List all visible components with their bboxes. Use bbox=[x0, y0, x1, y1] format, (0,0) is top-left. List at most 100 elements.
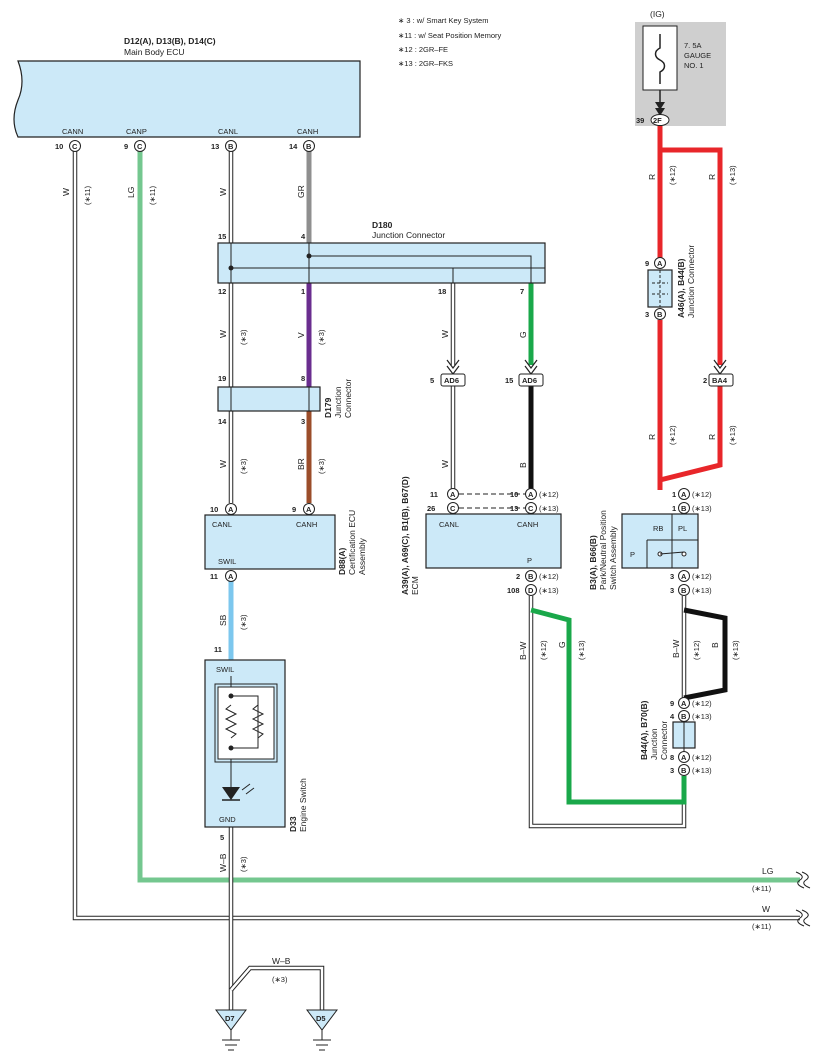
note-lg-canp: (∗11) bbox=[148, 185, 157, 205]
d180-pin-1: 1 bbox=[301, 287, 305, 296]
note-11: ∗11 : w/ Seat Position Memory bbox=[398, 31, 502, 40]
ecm-conn-13: C bbox=[528, 504, 534, 513]
junction-connector-d179: 19 8 14 3 D179 Junction Connector bbox=[217, 374, 353, 426]
b44-note-9: (∗12) bbox=[692, 699, 712, 708]
ad6-pin-15: 15 bbox=[505, 376, 513, 385]
ecm-note-13: (∗13) bbox=[539, 504, 559, 513]
b44-pin-8: 8 bbox=[670, 753, 674, 762]
main-body-ecu: D12(A), D13(B), D14(C) Main Body ECU CAN… bbox=[13, 36, 361, 138]
d180-pin-12: 12 bbox=[218, 287, 226, 296]
ecm-label-p: P bbox=[527, 556, 532, 565]
b3-name-1: Park/Neutral Position bbox=[598, 510, 608, 590]
main-ecu-name: Main Body ECU bbox=[124, 47, 184, 57]
d33-name: Engine Switch bbox=[298, 778, 308, 832]
a46-code: A46(A), B44(B) bbox=[676, 258, 686, 318]
ecm-conn-26: C bbox=[450, 504, 456, 513]
note-r-b3-12: (∗12) bbox=[668, 425, 677, 445]
ecm-conn-11: A bbox=[450, 490, 456, 499]
main-ecu-pins: 10 C 9 C 13 B 14 B bbox=[55, 140, 315, 152]
a46-conn-a: A bbox=[657, 259, 663, 268]
label-w-d180: W bbox=[218, 330, 228, 338]
label-gr-canh: GR bbox=[296, 185, 306, 198]
b3-pin-3b: 3 bbox=[670, 586, 674, 595]
ecm-pin-11: 11 bbox=[430, 490, 438, 499]
b3-label-rb: RB bbox=[653, 524, 663, 533]
fuse-rating: 7. 5A bbox=[684, 41, 702, 50]
main-ecu-box bbox=[13, 60, 361, 138]
ecm-label-canh: CANH bbox=[517, 520, 538, 529]
label-r-ba4: R bbox=[707, 174, 717, 180]
ecm-pin-10: 10 bbox=[510, 490, 518, 499]
d88-conn-canl: A bbox=[228, 505, 234, 514]
pin-label-cann: CANN bbox=[62, 127, 83, 136]
d180-code: D180 bbox=[372, 220, 393, 230]
pin-num-cann: 10 bbox=[55, 142, 63, 151]
pin-num-canp: 9 bbox=[124, 142, 128, 151]
note-r-ba4: (∗13) bbox=[728, 165, 737, 185]
label-w-canl: W bbox=[218, 188, 228, 196]
main-ecu-code: D12(A), D13(B), D14(C) bbox=[124, 36, 216, 46]
d180-pin-18: 18 bbox=[438, 287, 446, 296]
ba4-label: BA4 bbox=[712, 376, 728, 385]
b3-label-p: P bbox=[630, 550, 635, 559]
a46-pin-9: 9 bbox=[645, 259, 649, 268]
note-br-d179: (∗3) bbox=[317, 458, 326, 474]
pin-label-canp: CANP bbox=[126, 127, 147, 136]
d88-label-canh: CANH bbox=[296, 520, 317, 529]
note-g-ecm: (∗13) bbox=[577, 640, 586, 660]
ecm-pin-2: 2 bbox=[516, 572, 520, 581]
label-sb: SB bbox=[218, 614, 228, 626]
d88-name-1: Certification ECU bbox=[347, 510, 357, 575]
ecm-box bbox=[425, 513, 562, 569]
b3-label-pl: PL bbox=[678, 524, 687, 533]
ground-d5 bbox=[306, 1009, 338, 1031]
ground-d5-label: D5 bbox=[316, 1014, 326, 1023]
junction-connector-a46: 9 A 3 B A46(A), B44(B) Junction Connecto… bbox=[645, 245, 696, 320]
note-w-d179: (∗3) bbox=[239, 458, 248, 474]
b3-pin-3a: 3 bbox=[670, 572, 674, 581]
ground-d7 bbox=[215, 1009, 247, 1031]
note-3: ∗ 3 : w/ Smart Key System bbox=[398, 16, 488, 25]
label-r-b3-12: R bbox=[647, 434, 657, 440]
label-wb-gnd: W–B bbox=[272, 956, 291, 966]
ecm-note-2: (∗12) bbox=[539, 572, 559, 581]
conn-canh: B bbox=[306, 142, 312, 151]
ad6-label-1: AD6 bbox=[444, 376, 459, 385]
pin-num-canl: 13 bbox=[211, 142, 219, 151]
b44-pin-9: 9 bbox=[670, 699, 674, 708]
d33-pin-11: 11 bbox=[214, 645, 222, 654]
label-bw-b3: B–W bbox=[671, 640, 681, 658]
note-wb-d33: (∗3) bbox=[239, 856, 248, 872]
d180-box bbox=[217, 242, 546, 284]
d88-box bbox=[204, 514, 336, 570]
break-marks bbox=[795, 871, 811, 927]
label-w-d179: W bbox=[218, 460, 228, 468]
d179-pin-19: 19 bbox=[218, 374, 226, 383]
a46-pin-3: 3 bbox=[645, 310, 649, 319]
b44-note-3: (∗13) bbox=[692, 766, 712, 775]
d180-name: Junction Connector bbox=[372, 230, 445, 240]
b3-conn-1a: A bbox=[681, 490, 687, 499]
d180-pin-15: 15 bbox=[218, 232, 226, 241]
note-r-b3-13: (∗13) bbox=[728, 425, 737, 445]
note-r-a46: (∗12) bbox=[668, 165, 677, 185]
d88-conn-canh: A bbox=[306, 505, 312, 514]
label-lg-right: LG bbox=[762, 866, 773, 876]
label-r-a46: R bbox=[647, 174, 657, 180]
lg-wire bbox=[137, 151, 800, 883]
grounds: D7 D5 bbox=[215, 1009, 338, 1051]
ecm-conn-108: D bbox=[528, 586, 534, 595]
b3-box bbox=[621, 513, 699, 569]
label-w-right: W bbox=[762, 904, 770, 914]
d88-conn-swil: A bbox=[228, 572, 234, 581]
ecm-code: A39(A), A69(C), B1(B), B67(D) bbox=[400, 476, 410, 595]
pin-num-canh: 14 bbox=[289, 142, 298, 151]
d180-pin-7: 7 bbox=[520, 287, 524, 296]
note-12: ∗12 : 2GR–FE bbox=[398, 45, 448, 54]
b3-pin-1a: 1 bbox=[672, 490, 676, 499]
note-lg-right: (∗11) bbox=[752, 884, 772, 893]
d179-pin-8: 8 bbox=[301, 374, 305, 383]
b44-conn-8: A bbox=[681, 753, 687, 762]
arrow-down-icon bbox=[655, 102, 665, 110]
